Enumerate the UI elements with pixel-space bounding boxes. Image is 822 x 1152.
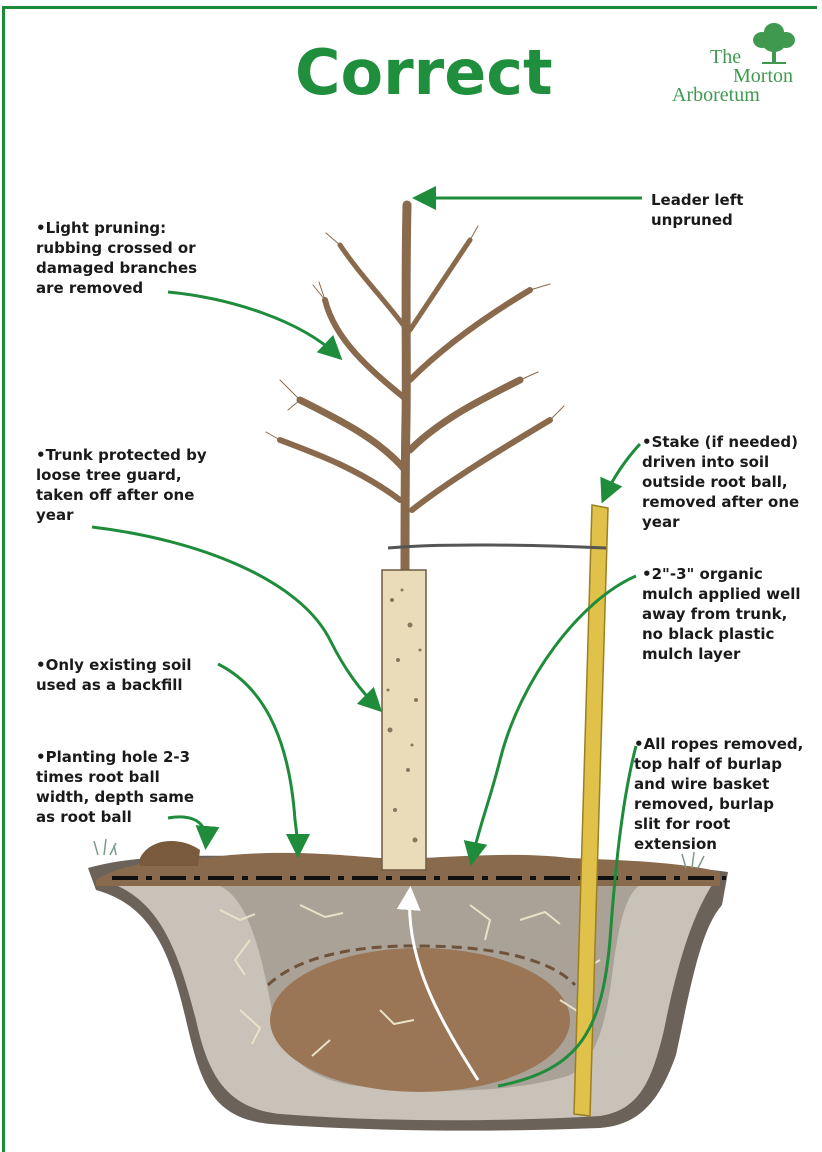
label-hole: •Planting hole 2-3 times root ball width… bbox=[36, 747, 194, 827]
label-pruning: •Light pruning: rubbing crossed or damag… bbox=[36, 218, 197, 298]
label-mulch: •2"-3" organic mulch applied well away f… bbox=[642, 564, 801, 664]
ground-cross-section bbox=[88, 856, 728, 1131]
label-soil: •Only existing soil used as a backfill bbox=[36, 655, 192, 695]
label-trunk: •Trunk protected by loose tree guard, ta… bbox=[36, 445, 207, 525]
arrow-soil bbox=[218, 664, 298, 852]
arrow-mulch bbox=[472, 576, 636, 860]
label-stake: •Stake (if needed) driven into soil outs… bbox=[642, 432, 799, 532]
stake-tie bbox=[388, 545, 606, 548]
tree-guard bbox=[382, 570, 426, 870]
label-ropes: •All ropes removed, top half of burlap a… bbox=[634, 734, 803, 854]
tree bbox=[266, 205, 606, 870]
label-leader: Leader left unpruned bbox=[651, 190, 743, 230]
arrow-pruning bbox=[168, 292, 338, 356]
arrow-stake bbox=[604, 444, 640, 498]
